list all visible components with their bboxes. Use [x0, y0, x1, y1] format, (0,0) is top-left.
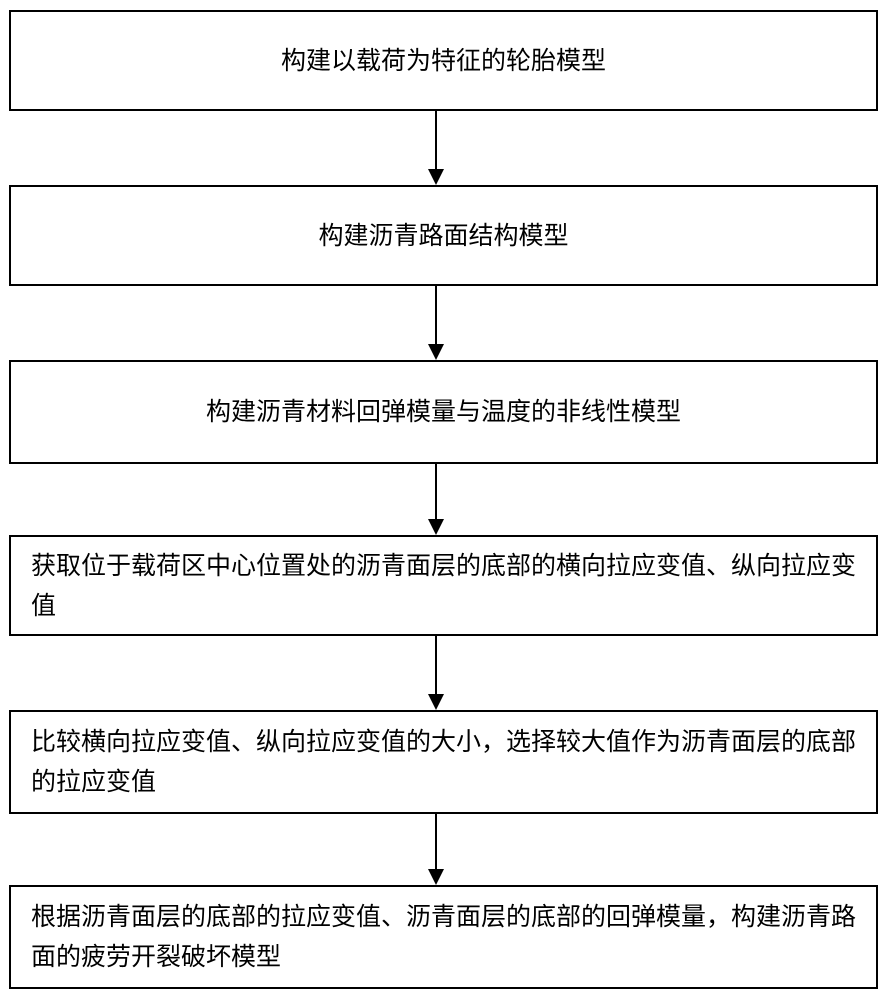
step-1-text: 构建以载荷为特征的轮胎模型 [280, 45, 606, 75]
step-5-text: 比较横向拉应变值、纵向拉应变值的大小，选择较大值作为沥青面层的底部的拉应变值 [31, 727, 857, 796]
step-1-box: 构建以载荷为特征的轮胎模型 [9, 10, 878, 111]
arrow-2-3 [428, 286, 444, 360]
step-2-box: 构建沥青路面结构模型 [9, 185, 878, 286]
step-3-text: 构建沥青材料回弹模量与温度的非线性模型 [205, 397, 681, 426]
step-4-text: 获取位于载荷区中心位置处的沥青面层的底部的横向拉应变值、纵向拉应变值 [31, 550, 857, 620]
step-2-text: 构建沥青路面结构模型 [318, 220, 569, 250]
step-5-box: 比较横向拉应变值、纵向拉应变值的大小，选择较大值作为沥青面层的底部的拉应变值 [9, 710, 878, 814]
step-6-box: 根据沥青面层的底部的拉应变值、沥青面层的底部的回弹模量，构建沥青路面的疲劳开裂破… [9, 885, 878, 989]
step-3-box: 构建沥青材料回弹模量与温度的非线性模型 [9, 360, 878, 464]
arrow-1-2 [428, 111, 444, 185]
arrow-4-5 [428, 636, 444, 710]
arrow-3-4 [428, 464, 444, 535]
arrow-5-6 [428, 814, 444, 885]
step-6-text: 根据沥青面层的底部的拉应变值、沥青面层的底部的回弹模量，构建沥青路面的疲劳开裂破… [31, 902, 857, 971]
step-4-box: 获取位于载荷区中心位置处的沥青面层的底部的横向拉应变值、纵向拉应变值 [9, 535, 878, 636]
